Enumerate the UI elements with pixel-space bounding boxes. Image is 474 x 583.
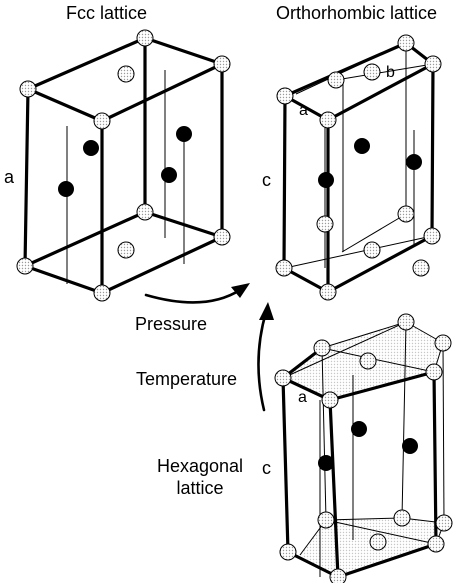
atom-face-center [161, 167, 177, 183]
atom-corner [313, 339, 331, 357]
atom-corner [397, 205, 415, 223]
atom-corner [275, 259, 293, 277]
atom-face-center [58, 181, 74, 197]
atom-corner [423, 227, 441, 245]
ortho-center-atoms [318, 138, 422, 188]
atom-corner [93, 284, 111, 302]
hex-corner-atoms [274, 313, 453, 583]
atom-corner [397, 34, 415, 52]
pressure-arrow [144, 288, 242, 304]
fcc-center-atoms [58, 126, 192, 197]
atom-corner [369, 533, 387, 551]
hexagonal-title-line1: Hexagonal [156, 456, 244, 476]
atom-corner [279, 543, 297, 561]
atom-interior [318, 455, 334, 471]
atom-corner [425, 363, 443, 381]
fcc-title: Fcc lattice [66, 3, 148, 23]
orthorhombic-lattice [275, 34, 442, 301]
atom-corner [397, 313, 415, 331]
orthorhombic-title: Orthorhombic lattice [276, 3, 438, 23]
atom-corner [427, 535, 445, 553]
atom-corner [316, 215, 334, 233]
hex-center-atoms [318, 421, 418, 471]
fcc-lattice [16, 29, 231, 302]
temperature-arrowhead [259, 302, 274, 320]
atom-corner [321, 391, 339, 409]
atom-corner [213, 228, 231, 246]
atom-corner [359, 352, 377, 370]
atom-corner [435, 514, 453, 532]
temperature-arrow [257, 310, 268, 412]
fcc-cell-edges [23, 36, 224, 295]
atom-interior [402, 438, 418, 454]
atom-corner [19, 80, 37, 98]
temperature-label: Temperature [136, 369, 238, 389]
atom-face-center [354, 138, 370, 154]
atom-face-bottom [363, 241, 381, 259]
ortho-corner-atoms [275, 34, 442, 301]
atom-face-bottom [117, 241, 135, 259]
atom-corner [412, 259, 430, 277]
atom-corner [93, 112, 111, 130]
transition-arrows [144, 283, 274, 412]
atom-corner [434, 334, 452, 352]
atom-face-center [406, 154, 422, 170]
pressure-label: Pressure [135, 314, 208, 334]
atom-face-top [363, 63, 381, 81]
atom-corner [317, 511, 335, 529]
hex-axis-c-label: c [262, 458, 271, 478]
fcc-corner-atoms [16, 29, 231, 302]
atom-face-center [176, 126, 192, 142]
atom-corner [276, 87, 294, 105]
atom-face-top [117, 65, 135, 83]
atom-corner [329, 568, 347, 583]
atom-corner [136, 29, 154, 47]
atom-face-center [318, 172, 334, 188]
atom-corner [393, 509, 411, 527]
atom-face-center [83, 140, 99, 156]
atom-corner [16, 257, 34, 275]
ortho-axis-c-label: c [262, 170, 271, 190]
atom-corner [136, 203, 154, 221]
atom-corner [213, 55, 231, 73]
atom-corner [274, 369, 292, 387]
hex-cell-edges [281, 346, 438, 579]
hex-axis-a-label: a [298, 389, 307, 406]
pressure-arrowhead [231, 283, 250, 298]
ortho-axis-a-label: a [299, 102, 308, 119]
hexagonal-title: Hexagonal lattice [140, 455, 260, 499]
hexagonal-title-line2: lattice [176, 478, 224, 498]
fcc-axis-a-label: a [4, 167, 15, 187]
atom-corner [424, 55, 442, 73]
atom-corner [319, 111, 337, 129]
ortho-axis-b-label: b [386, 64, 395, 81]
atom-interior [351, 421, 367, 437]
hexagonal-lattice [274, 313, 453, 583]
atom-corner [327, 71, 345, 89]
atom-corner [319, 283, 337, 301]
